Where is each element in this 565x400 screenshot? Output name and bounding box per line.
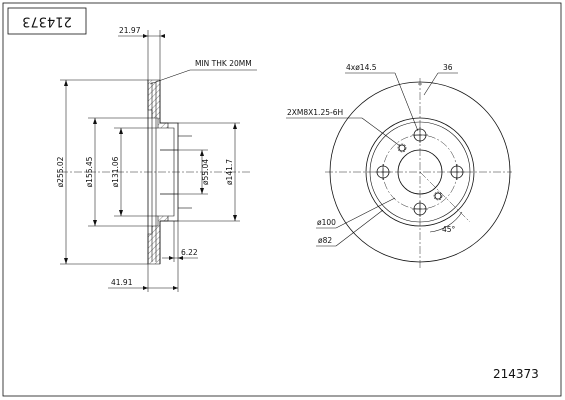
dia-hub-label: ø141.7 bbox=[225, 159, 234, 185]
part-number-box: 214373 bbox=[7, 7, 87, 35]
center-leader bbox=[335, 209, 384, 247]
hat-inner bbox=[168, 127, 175, 217]
total-height-label: 21.97 bbox=[119, 26, 141, 35]
angle-label: 36 bbox=[443, 63, 453, 72]
drawing-frame bbox=[2, 2, 562, 397]
hub-offset-label: 6.22 bbox=[181, 248, 198, 257]
hat-circle bbox=[365, 117, 475, 227]
holes-label: 4xø14.5 bbox=[346, 63, 377, 72]
front-view: 45° 4xø14.5 36 2XM8X1.25-6H ø100 ø82 bbox=[286, 63, 512, 268]
bolt-angle-label: 45° bbox=[442, 225, 456, 234]
pcd-label: ø100 bbox=[317, 218, 336, 227]
center-bore-circle bbox=[397, 149, 443, 195]
hat-outline bbox=[160, 122, 179, 222]
rotor-section-bottom bbox=[147, 215, 169, 265]
center-label: ø82 bbox=[318, 236, 332, 245]
angle36-leader bbox=[423, 72, 439, 96]
hat-inner-circle bbox=[369, 121, 471, 223]
thread-leader bbox=[361, 117, 401, 147]
overall-label: 41.91 bbox=[111, 278, 133, 287]
dia-hat-label: ø155.45 bbox=[85, 156, 94, 187]
rotor-section-top bbox=[147, 79, 169, 129]
part-number-box-text: 214373 bbox=[22, 14, 72, 29]
angle-45-arc bbox=[429, 211, 463, 233]
part-number-label: 214373 bbox=[493, 367, 539, 381]
disc-outer-circle bbox=[329, 81, 511, 263]
dia-outer-label: ø255.02 bbox=[56, 156, 65, 187]
min-thk-leader bbox=[149, 69, 191, 85]
side-view: 21.97 MIN THK 20MM ø255.02 ø155.45 ø131.… bbox=[56, 26, 257, 292]
dia-inner-label: ø131.06 bbox=[111, 156, 120, 187]
angle-45-line bbox=[419, 171, 471, 223]
threaded-holes bbox=[397, 143, 443, 201]
thread-label: 2XM8X1.25-6H bbox=[287, 108, 343, 117]
min-thickness-label: MIN THK 20MM bbox=[195, 59, 252, 68]
bolt-holes bbox=[375, 127, 465, 217]
holes-leader bbox=[394, 72, 419, 132]
pcd-leader bbox=[335, 197, 396, 229]
dia-bore-label: ø55.04 bbox=[201, 159, 210, 185]
